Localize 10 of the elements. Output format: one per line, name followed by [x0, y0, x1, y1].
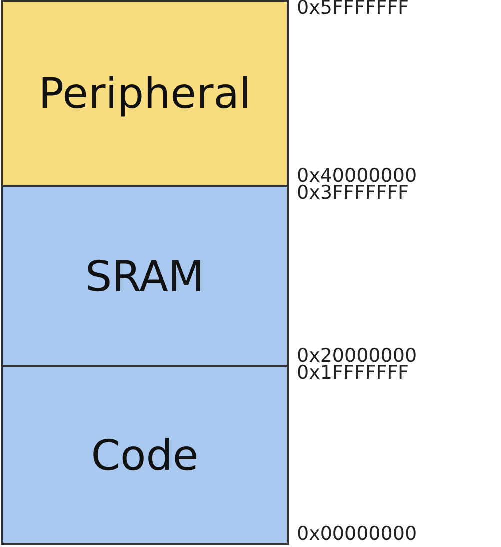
memory-region-box — [1, 185, 289, 367]
region-label: Peripheral — [38, 69, 252, 118]
memory-region-box — [1, 0, 289, 187]
address-label: 0x1FFFFFFF — [297, 362, 409, 384]
region-label: Code — [91, 430, 199, 480]
memory-region-box — [1, 365, 289, 545]
address-label: 0x5FFFFFFF — [297, 0, 409, 19]
region-label: SRAM — [85, 252, 205, 300]
address-label: 0x3FFFFFFF — [297, 182, 409, 204]
address-label: 0x00000000 — [297, 523, 418, 545]
